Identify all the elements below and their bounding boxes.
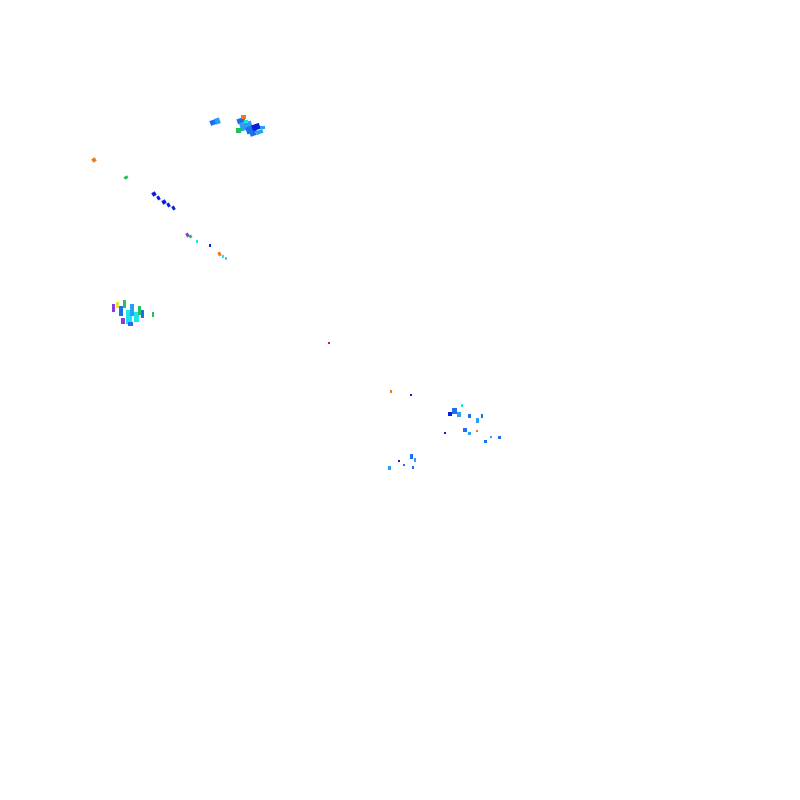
echo-left-0 — [112, 304, 115, 312]
echo-left-5 — [130, 304, 134, 316]
echo-right-21 — [412, 466, 414, 469]
echo-top-9 — [249, 131, 257, 137]
echo-right-0 — [390, 390, 392, 393]
echo-right-17 — [414, 458, 416, 462]
echo-right-3 — [452, 408, 457, 414]
echo-top-3 — [241, 115, 246, 119]
echo-left-9 — [121, 318, 125, 324]
echo-right-4 — [457, 412, 461, 417]
echo-streak-6 — [171, 205, 176, 211]
echo-streak-13 — [225, 257, 227, 260]
echo-streak-8 — [188, 234, 193, 239]
echo-right-8 — [481, 414, 483, 418]
echo-clusters — [91, 115, 501, 470]
echo-right-12 — [484, 440, 487, 443]
echo-right-18 — [398, 460, 400, 462]
echo-streak-5 — [166, 202, 171, 208]
echo-left-11 — [128, 322, 133, 326]
echo-streak-3 — [156, 195, 161, 201]
echo-right-9 — [463, 428, 467, 432]
echo-streak-2 — [151, 191, 157, 197]
echo-right-6 — [468, 414, 471, 418]
echo-streak-10 — [209, 244, 211, 247]
echo-top-7 — [236, 128, 241, 133]
echo-top-10 — [244, 120, 248, 123]
echo-top-1 — [214, 117, 221, 125]
echo-left-2 — [119, 306, 123, 316]
echo-right-19 — [388, 466, 391, 470]
echo-left-6 — [134, 312, 139, 322]
echo-left-3 — [123, 300, 126, 308]
echo-streak-11 — [217, 251, 222, 257]
echo-right-15 — [444, 432, 446, 434]
echo-right-14 — [498, 436, 501, 439]
echo-right-10 — [468, 432, 471, 435]
echo-streak-1 — [123, 175, 129, 180]
echo-right-2 — [448, 412, 452, 416]
echo-right-7 — [476, 418, 479, 423]
echo-top-11 — [260, 126, 265, 129]
echo-left-8 — [141, 310, 144, 318]
echo-right-11 — [476, 430, 478, 432]
echo-left-7 — [138, 306, 141, 315]
echo-right-1 — [410, 394, 412, 396]
echo-right-20 — [403, 464, 405, 466]
echo-left-1 — [116, 302, 119, 308]
echo-dot-red — [328, 342, 330, 344]
echo-streak-12 — [222, 255, 224, 258]
echo-right-5 — [461, 404, 463, 407]
echo-left-10 — [152, 312, 154, 317]
echo-streak-0 — [91, 157, 97, 163]
echo-streak-9 — [196, 240, 198, 243]
echo-top-8 — [255, 128, 264, 136]
echo-left-4 — [126, 310, 132, 324]
echo-top-6 — [251, 122, 261, 132]
echo-right-13 — [490, 436, 492, 438]
echo-streak-4 — [161, 199, 167, 205]
echo-right-16 — [410, 454, 413, 459]
